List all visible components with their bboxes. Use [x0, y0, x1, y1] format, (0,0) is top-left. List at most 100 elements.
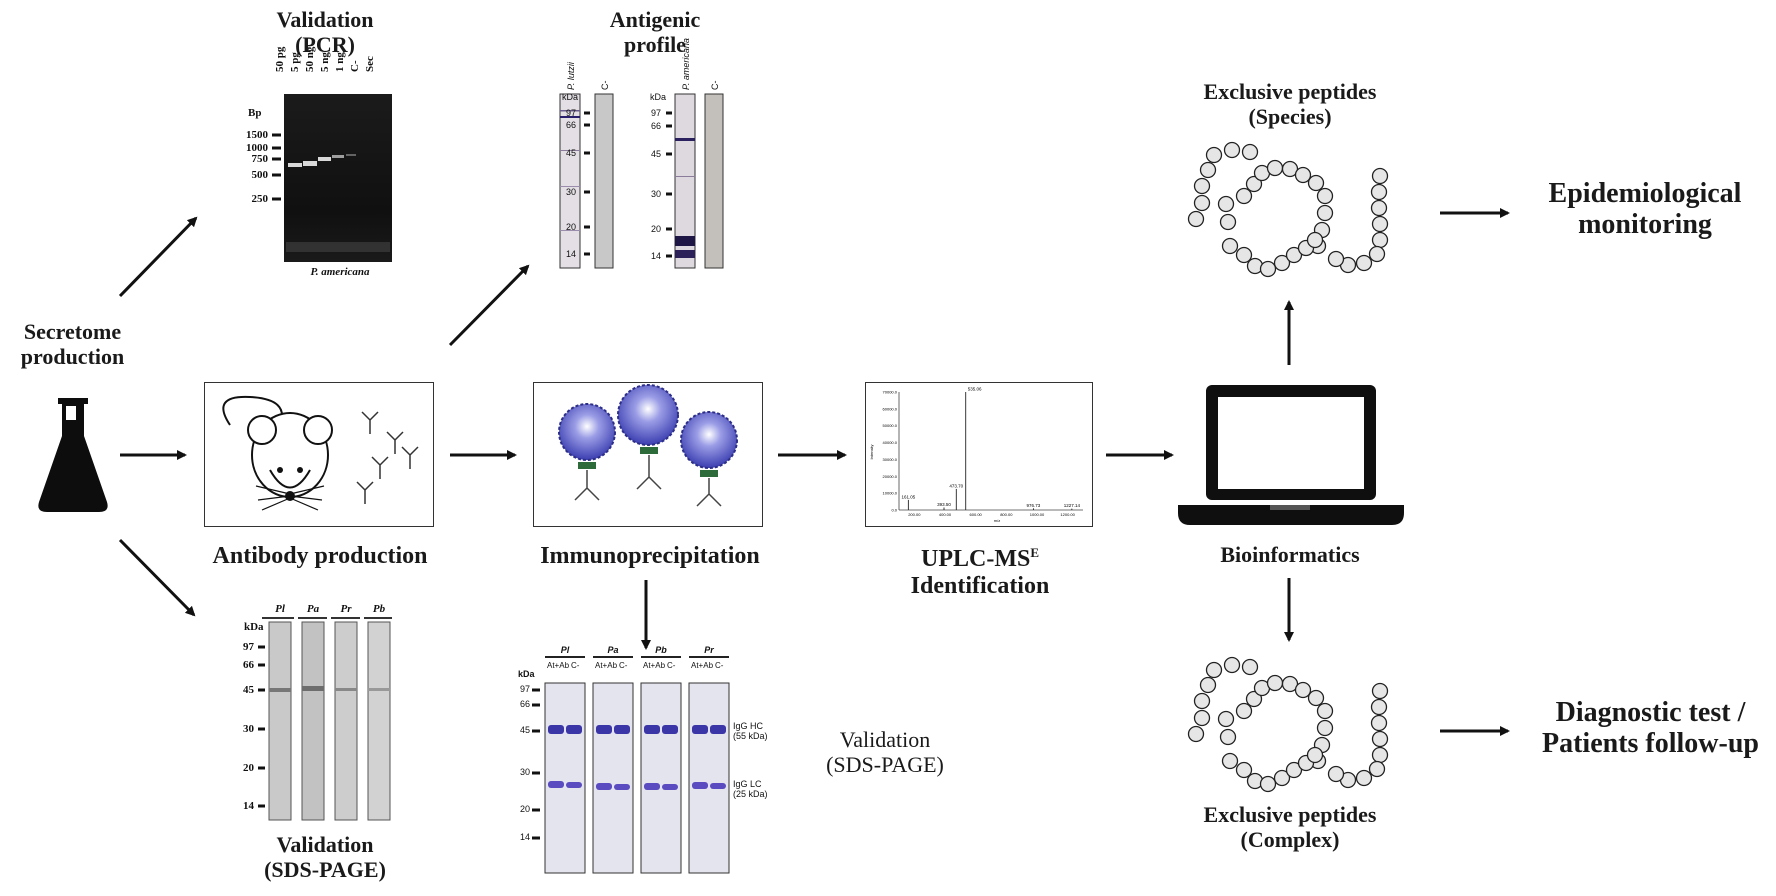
pcr-lane-1: 50 pg — [274, 46, 286, 72]
spectrum-peak-label: 161.05 — [901, 494, 915, 499]
immuno-box — [533, 382, 763, 527]
sds-mid-tick-45: 45 — [519, 725, 530, 735]
sds-left-tick-20: 20 — [243, 762, 254, 774]
pcr-lane-3: 50 ng — [304, 46, 316, 72]
sds-mid-sub-b-4: C- — [715, 661, 724, 670]
uplc-box — [865, 382, 1093, 527]
sds-mid-sub-a-1: At+Ab — [547, 661, 570, 670]
sds-mid-sub-b-2: C- — [619, 661, 628, 670]
spectrum-y-tick: 10000.0 — [883, 491, 898, 496]
pcr-species: P. americana — [310, 266, 370, 278]
sds-mid-sub-b-3: C- — [667, 661, 676, 670]
sds-left-kda: kDa — [244, 621, 264, 633]
antigenic-tick-66-b: 66 — [651, 121, 662, 131]
sds-left-lane-pa: Pa — [306, 603, 320, 615]
sds-mid-sub-a-3: At+Ab — [643, 661, 666, 670]
spectrum-x-tick: 600.00 — [970, 512, 983, 517]
pcr-tick-750: 750 — [251, 153, 269, 165]
uplc-y-label: Intensity — [869, 445, 874, 460]
pcr-tick-1500: 1500 — [246, 129, 268, 141]
sds-mid-group-pb: Pb — [655, 645, 667, 655]
sds-mid-tick-14: 14 — [519, 832, 530, 842]
pcr-lane-2: 5 pg — [289, 52, 301, 72]
pep-species-label: Exclusive peptides(Species) — [1203, 79, 1377, 129]
spectrum-y-tick: 0.0 — [891, 508, 897, 513]
antigenic-tick-20: 20 — [566, 222, 577, 232]
diag-label: Diagnostic test /Patients follow-up — [1542, 697, 1759, 760]
spectrum-x-tick: 1000.00 — [1030, 512, 1045, 517]
antibody-box — [204, 382, 434, 527]
spectrum-x-tick: 800.00 — [1000, 512, 1013, 517]
spectrum-peak-label: 535.06 — [968, 387, 982, 392]
spectrum-x-tick: 200.00 — [908, 512, 921, 517]
sds-left-tick-97: 97 — [243, 641, 254, 653]
spectrum-peak-label: 976.73 — [1027, 503, 1041, 508]
sds-left-tick-14: 14 — [243, 800, 254, 812]
antigenic-tick-45: 45 — [566, 148, 577, 158]
spectrum-peak-label: 473.70 — [949, 483, 963, 488]
sds-mid-group-pr: Pr — [704, 645, 714, 655]
antigenic-tick-14-b: 14 — [651, 251, 662, 261]
pcr-lane-4: 5 ng — [319, 52, 331, 72]
sds-mid-kda: kDa — [518, 669, 535, 679]
antigenic-tick-45-b: 45 — [651, 149, 662, 159]
spectrum-peak-label: 1227.14 — [1064, 503, 1081, 508]
spectrum-y-tick: 20000.0 — [883, 474, 898, 479]
pcr-title: Validation(PCR) — [276, 7, 374, 57]
sds-mid-sub-b-1: C- — [571, 661, 580, 670]
antigenic-kda-2: kDa — [650, 92, 667, 102]
sds-left-lane-pb: Pb — [372, 603, 386, 615]
sds-mid-igg-lc: IgG LC(25 kDa) — [733, 779, 768, 800]
antigenic-lane-a: P. lutzii — [566, 62, 576, 90]
sds-mid-sub-a-4: At+Ab — [691, 661, 714, 670]
bioinfo-label: Bioinformatics — [1220, 542, 1360, 567]
antigenic-lane-b: C- — [600, 80, 610, 91]
spectrum-x-tick: 400.00 — [939, 512, 952, 517]
antigenic-tick-14: 14 — [566, 249, 577, 259]
sds-left-tick-30: 30 — [243, 723, 254, 735]
sds-mid-tick-66: 66 — [519, 699, 530, 709]
antibody-label: Antibody production — [212, 543, 428, 569]
antigenic-lane-d: C- — [710, 80, 720, 91]
sds-mid-tick-97: 97 — [519, 684, 530, 694]
sds-mid-group-pl: Pl — [560, 645, 570, 655]
spectrum-y-tick: 40000.0 — [883, 440, 898, 445]
sds-mid-igg-hc: IgG HC(55 kDa) — [733, 721, 768, 742]
antigenic-tick-97: 97 — [566, 108, 577, 118]
sds-mid-sub-a-2: At+Ab — [595, 661, 618, 670]
pcr-tick-1000: 1000 — [246, 142, 268, 154]
sds-left-tick-45: 45 — [243, 684, 254, 696]
pcr-gel — [284, 94, 392, 262]
sds-mid-tick-30: 30 — [519, 767, 530, 777]
sds-left-lane-pr: Pr — [340, 603, 352, 615]
sds-left-title: Validation(SDS-PAGE) — [264, 832, 386, 882]
spectrum-y-tick: 50000.0 — [883, 423, 898, 428]
spectrum-peak-label: 393.50 — [937, 502, 951, 507]
spectrum-y-tick: 70000.0 — [883, 390, 898, 395]
antigenic-tick-30: 30 — [566, 187, 577, 197]
pcr-tick-500: 500 — [251, 169, 269, 181]
antigenic-tick-66: 66 — [566, 120, 577, 130]
uplc-x-label: m/z — [994, 518, 1000, 523]
spectrum-x-tick: 1200.00 — [1060, 512, 1075, 517]
sds-mid-title: Validation(SDS-PAGE) — [826, 727, 944, 777]
antigenic-tick-20-b: 20 — [651, 224, 662, 234]
antigenic-kda-1: kDa — [562, 92, 579, 102]
immuno-label: Immunoprecipitation — [540, 543, 760, 569]
arrow-to-sds-left — [118, 538, 196, 617]
spectrum-y-tick: 30000.0 — [883, 457, 898, 462]
pcr-lane-6: C- — [349, 60, 361, 72]
sds-left-lane-pl: Pl — [275, 603, 285, 615]
pcr-lane-5: 1 ng — [334, 52, 346, 72]
arrow-to-antigenic — [448, 264, 530, 347]
pep-complex-label: Exclusive peptides(Complex) — [1203, 802, 1377, 852]
sds-left-tick-66: 66 — [243, 659, 254, 671]
antigenic-tick-30-b: 30 — [651, 189, 662, 199]
antigenic-tick-97-b: 97 — [651, 108, 662, 118]
spectrum-y-tick: 60000.0 — [883, 406, 898, 411]
uplc-spectrum: 70000.0 60000.0 50000.0 40000.0 30000.0 20000… — [869, 387, 1083, 523]
